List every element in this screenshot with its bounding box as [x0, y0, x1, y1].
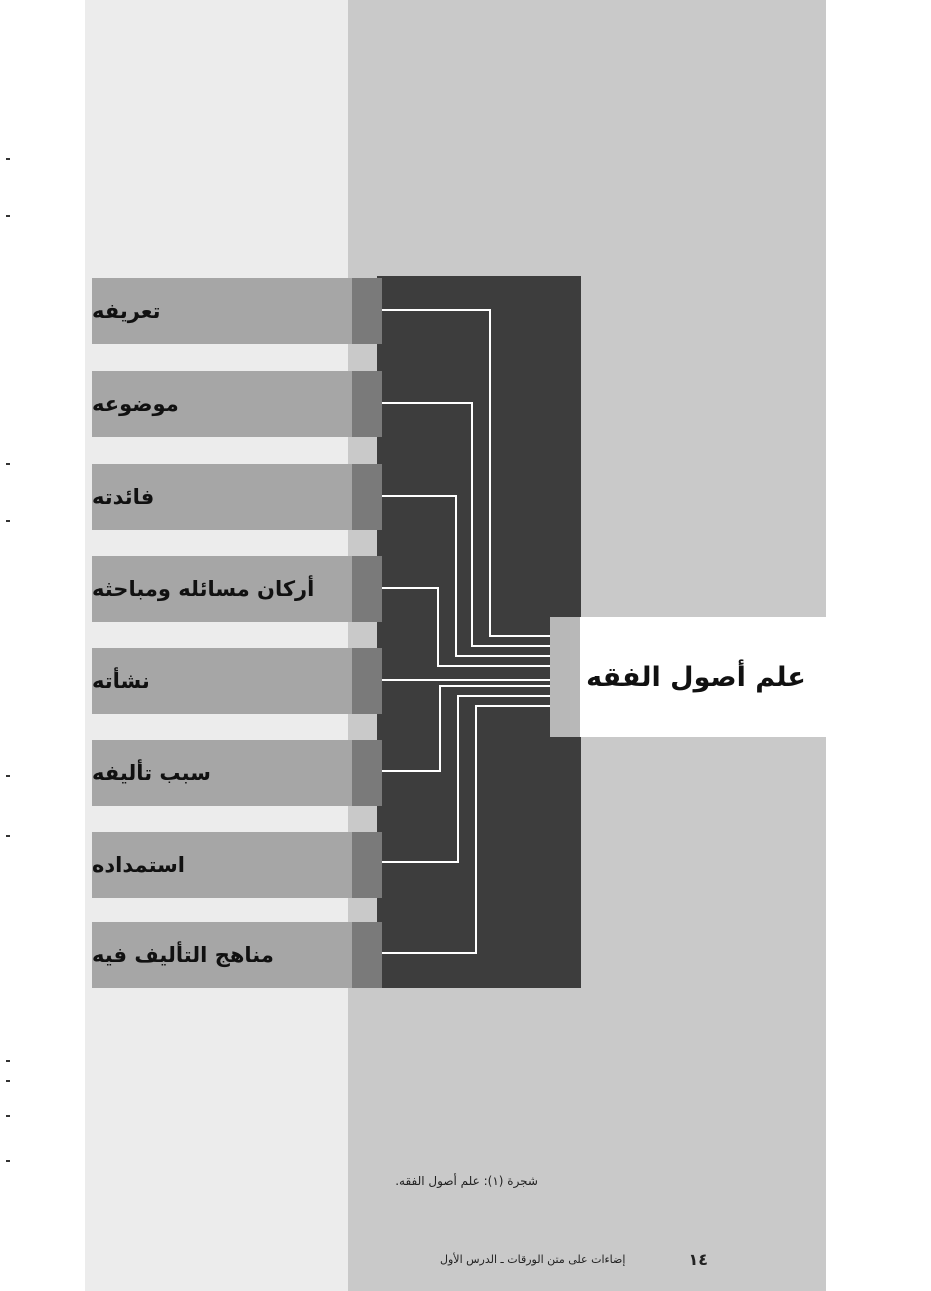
- margin-mark: [6, 1060, 10, 1062]
- root-title: علم أصول الفقه: [586, 661, 806, 693]
- branch-label: مناهج التأليف فيه: [92, 943, 274, 967]
- branch-band: نشأته: [92, 648, 382, 714]
- branch-label: فائدته: [92, 485, 155, 509]
- branch-tab: [352, 922, 382, 988]
- root-connector-stub: [550, 617, 582, 737]
- branch-label: استمداده: [92, 853, 186, 877]
- branch-tab: [352, 371, 382, 437]
- connector-wire: [382, 705, 552, 954]
- root-box: [580, 617, 826, 737]
- branch-band: تعريفه: [92, 278, 382, 344]
- branch-band: استمداده: [92, 832, 382, 898]
- branch-tab: [352, 464, 382, 530]
- branch-band: موضوعه: [92, 371, 382, 437]
- branch-tab: [352, 556, 382, 622]
- left-background: [85, 0, 355, 1291]
- branch-band: سبب تأليفه: [92, 740, 382, 806]
- connector-panel: [377, 276, 581, 988]
- connector-wire: [382, 402, 552, 647]
- connector-wire: [382, 695, 552, 863]
- branch-label: تعريفه: [92, 299, 161, 323]
- margin-mark: [6, 1115, 10, 1117]
- connector-wire: [382, 495, 552, 657]
- running-title: إضاءات على متن الورقات ـ الدرس الأول: [440, 1253, 626, 1266]
- connector-wire: [382, 587, 552, 667]
- branch-band: أركان مسائله ومباحثه: [92, 556, 382, 622]
- margin-mark: [6, 1080, 10, 1082]
- branch-label: موضوعه: [92, 392, 179, 416]
- branch-band: مناهج التأليف فيه: [92, 922, 382, 988]
- branch-label: نشأته: [92, 669, 150, 693]
- margin-mark: [6, 158, 10, 160]
- branch-tab: [352, 648, 382, 714]
- margin-mark: [6, 775, 10, 777]
- margin-mark: [6, 520, 10, 522]
- branch-tab: [352, 832, 382, 898]
- margin-mark: [6, 463, 10, 465]
- branch-band: فائدته: [92, 464, 382, 530]
- page-footer: ١٤ إضاءات على متن الورقات ـ الدرس الأول: [440, 1250, 708, 1269]
- branch-label: أركان مسائله ومباحثه: [92, 577, 315, 601]
- margin-mark: [6, 215, 10, 217]
- branch-tab: [352, 740, 382, 806]
- branch-tab: [352, 278, 382, 344]
- page-number: ١٤: [688, 1250, 708, 1269]
- connector-wire: [382, 309, 552, 637]
- margin-mark: [6, 835, 10, 837]
- figure-caption: شجرة (١): علم أصول الفقه.: [395, 1174, 538, 1188]
- connector-wire: [382, 685, 552, 772]
- margin-mark: [6, 1160, 10, 1162]
- branch-label: سبب تأليفه: [92, 761, 211, 785]
